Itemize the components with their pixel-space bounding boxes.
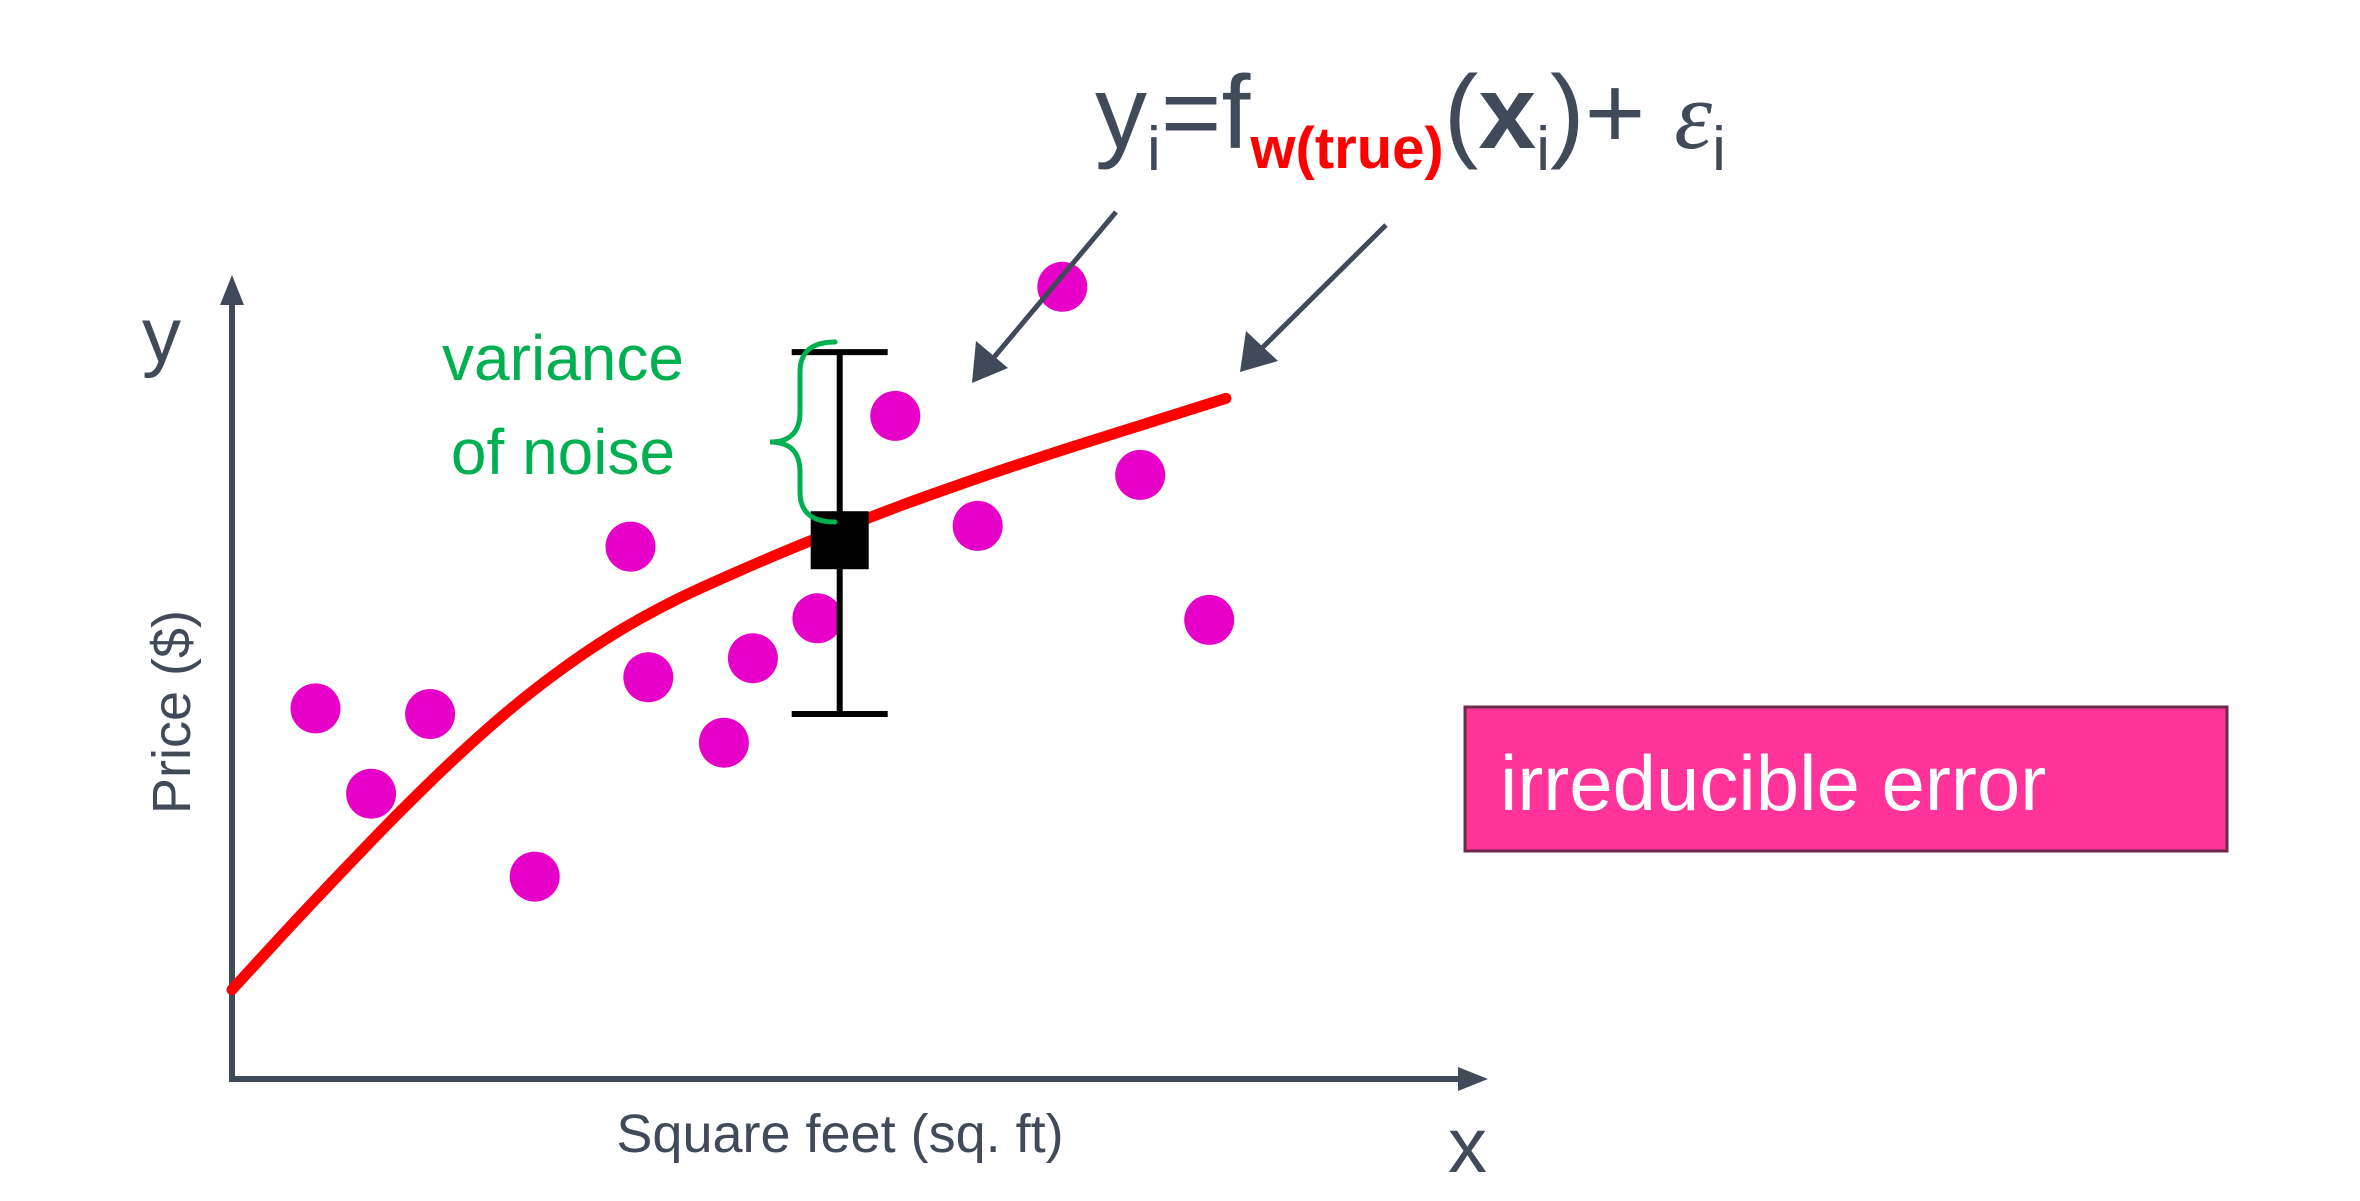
noise-brace bbox=[769, 339, 838, 525]
equation-arrows bbox=[972, 210, 1388, 383]
eq-close-plus: )+ bbox=[1550, 55, 1674, 171]
eq-open-paren: ( bbox=[1444, 55, 1479, 171]
arrow-to-curve-shaft bbox=[1258, 223, 1388, 352]
x-axis-symbol: x bbox=[1448, 1101, 1487, 1189]
data-point-5 bbox=[605, 521, 656, 572]
data-point-7 bbox=[698, 717, 749, 768]
data-point-12 bbox=[1037, 261, 1088, 312]
eq-eps-sub: i bbox=[1712, 115, 1726, 184]
data-point-2 bbox=[346, 768, 397, 819]
eq-x: x bbox=[1478, 55, 1536, 171]
axes bbox=[220, 275, 1488, 1091]
irreducible-error-callout: irreducible error bbox=[1463, 705, 2229, 853]
data-point-13 bbox=[1115, 449, 1166, 500]
callout-box bbox=[1463, 705, 2229, 853]
data-point-10 bbox=[870, 390, 921, 441]
data-points bbox=[290, 261, 1235, 902]
x-axis-arrowhead bbox=[1458, 1067, 1488, 1091]
eq-x-sub: i bbox=[1536, 115, 1550, 184]
y-axis-symbol: y bbox=[142, 291, 181, 379]
eq-y: y bbox=[1095, 55, 1147, 171]
callout-text: irreducible error bbox=[1500, 739, 2046, 827]
arrow-to-point-shaft bbox=[988, 210, 1118, 364]
arrow-to-curve-head bbox=[1240, 331, 1278, 372]
x-axis-label: Square feet (sq. ft) bbox=[616, 1104, 1063, 1164]
eq-y-sub: i bbox=[1147, 115, 1161, 184]
equation: yi=fw(true)(xi)+ εi bbox=[1095, 55, 1726, 184]
data-point-8 bbox=[727, 633, 778, 684]
data-point-14 bbox=[1184, 594, 1235, 645]
eq-eq-f: =f bbox=[1161, 55, 1252, 171]
data-point-11 bbox=[952, 500, 1003, 551]
y-axis-label: Price ($) bbox=[142, 610, 202, 814]
noise-label-line2: of noise bbox=[451, 416, 675, 488]
noise-label-line1: variance bbox=[442, 322, 684, 394]
y-axis-arrowhead bbox=[220, 275, 244, 305]
data-point-9 bbox=[792, 593, 843, 644]
arrow-to-point-head bbox=[972, 341, 1008, 383]
data-point-1 bbox=[290, 683, 341, 734]
eq-epsilon: ε bbox=[1674, 62, 1712, 169]
data-point-6 bbox=[623, 652, 674, 703]
eq-f-sub: w(true) bbox=[1249, 116, 1443, 181]
data-point-3 bbox=[405, 689, 456, 739]
true-function-curve bbox=[226, 392, 1232, 996]
data-point-4 bbox=[509, 851, 560, 902]
